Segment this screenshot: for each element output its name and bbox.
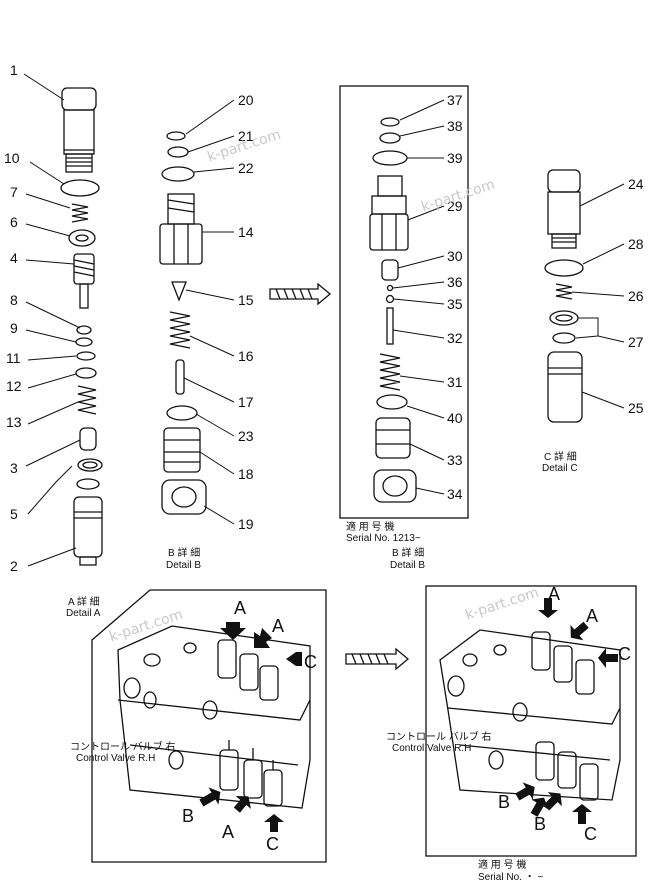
callout-29: 29 — [447, 198, 463, 214]
callout-21: 21 — [238, 128, 254, 144]
callout-30: 30 — [447, 248, 463, 264]
callout-26: 26 — [628, 288, 644, 304]
callout-13: 13 — [6, 414, 22, 430]
detail-b-new-caption-en: Detail B — [390, 560, 426, 571]
callout-19: 19 — [238, 516, 254, 532]
callout-32: 32 — [447, 330, 463, 346]
marker-b-right-1: B — [498, 792, 511, 812]
detail-a-caption-en: Detail A — [66, 608, 101, 619]
detail-c-caption-en: Detail C — [542, 463, 578, 474]
marker-arrows — [199, 598, 618, 832]
valve-left-body — [117, 625, 311, 809]
hatched-arrow-1 — [269, 282, 332, 306]
callout-33: 33 — [447, 452, 463, 468]
detail-b-caption-en: Detail B — [166, 560, 202, 571]
callout-18: 18 — [238, 466, 254, 482]
valve-left-label-jp: コントロール バルブ 右 — [70, 742, 176, 753]
marker-a-left-1: A — [234, 598, 247, 618]
callout-36: 36 — [447, 274, 463, 290]
callout-5: 5 — [10, 506, 18, 522]
valve-right-serial-jp: 適 用 号 機 — [478, 860, 527, 871]
callout-35: 35 — [447, 296, 463, 312]
callout-25: 25 — [628, 400, 644, 416]
marker-b-right-2: B — [534, 814, 547, 834]
callout-2: 2 — [10, 558, 18, 574]
detail-b-new-serial-en: Serial No. 1213~ — [346, 533, 421, 544]
callout-12: 12 — [6, 378, 22, 394]
marker-c-left-2: C — [266, 834, 279, 854]
callout-22: 22 — [238, 160, 254, 176]
hatched-arrow-2 — [345, 647, 410, 671]
callout-10: 10 — [4, 150, 20, 166]
detail-b-new-caption-jp: B 詳 細 — [392, 548, 425, 559]
valve-right-label-jp: コントロール バルブ 右 — [386, 732, 492, 743]
callout-1: 1 — [10, 62, 18, 78]
marker-c-left-1: C — [304, 652, 317, 672]
callout-4: 4 — [10, 250, 18, 266]
valve-right-body — [439, 629, 621, 801]
callout-3: 3 — [10, 460, 18, 476]
detail-b-new-serial-jp: 適 用 号 機 — [346, 522, 395, 533]
callout-24: 24 — [628, 176, 644, 192]
valve-left-label-en: Control Valve R.H — [76, 753, 156, 764]
callout-38: 38 — [447, 118, 463, 134]
detail-b-parts — [159, 131, 207, 515]
marker-b-left: B — [182, 806, 195, 826]
marker-c-right-1: C — [618, 644, 631, 664]
callout-31: 31 — [447, 374, 463, 390]
detail-c-parts — [544, 169, 584, 423]
detail-a-parts — [60, 87, 103, 566]
marker-a-left-2: A — [272, 616, 285, 636]
callout-37: 37 — [447, 92, 463, 108]
callout-23: 23 — [238, 428, 254, 444]
callout-6: 6 — [10, 214, 18, 230]
callout-17: 17 — [238, 394, 254, 410]
marker-c-right-2: C — [584, 824, 597, 844]
callout-8: 8 — [10, 292, 18, 308]
valve-right-serial-en: Serial No. ・ ~ — [478, 872, 544, 883]
callout-28: 28 — [628, 236, 644, 252]
marker-a-right-2: A — [586, 606, 599, 626]
callout-39: 39 — [447, 150, 463, 166]
callout-20: 20 — [238, 92, 254, 108]
callout-7: 7 — [10, 184, 18, 200]
detail-b-new-parts — [369, 117, 417, 503]
callout-16: 16 — [238, 348, 254, 364]
callout-27: 27 — [628, 334, 644, 350]
detail-c-caption-jp: C 詳 細 — [544, 452, 577, 463]
callout-11: 11 — [6, 350, 21, 366]
detail-a-caption-jp: A 詳 細 — [68, 597, 100, 608]
callout-9: 9 — [10, 320, 18, 336]
callout-40: 40 — [447, 410, 463, 426]
valve-right-label-en: Control Valve R.H — [392, 743, 472, 754]
callout-34: 34 — [447, 486, 463, 502]
callout-14: 14 — [238, 224, 254, 240]
detail-b-caption-jp: B 詳 細 — [168, 548, 201, 559]
leader-lines — [23, 73, 625, 567]
marker-a-right-1: A — [548, 584, 561, 604]
callout-15: 15 — [238, 292, 254, 308]
marker-a-left-3: A — [222, 822, 235, 842]
